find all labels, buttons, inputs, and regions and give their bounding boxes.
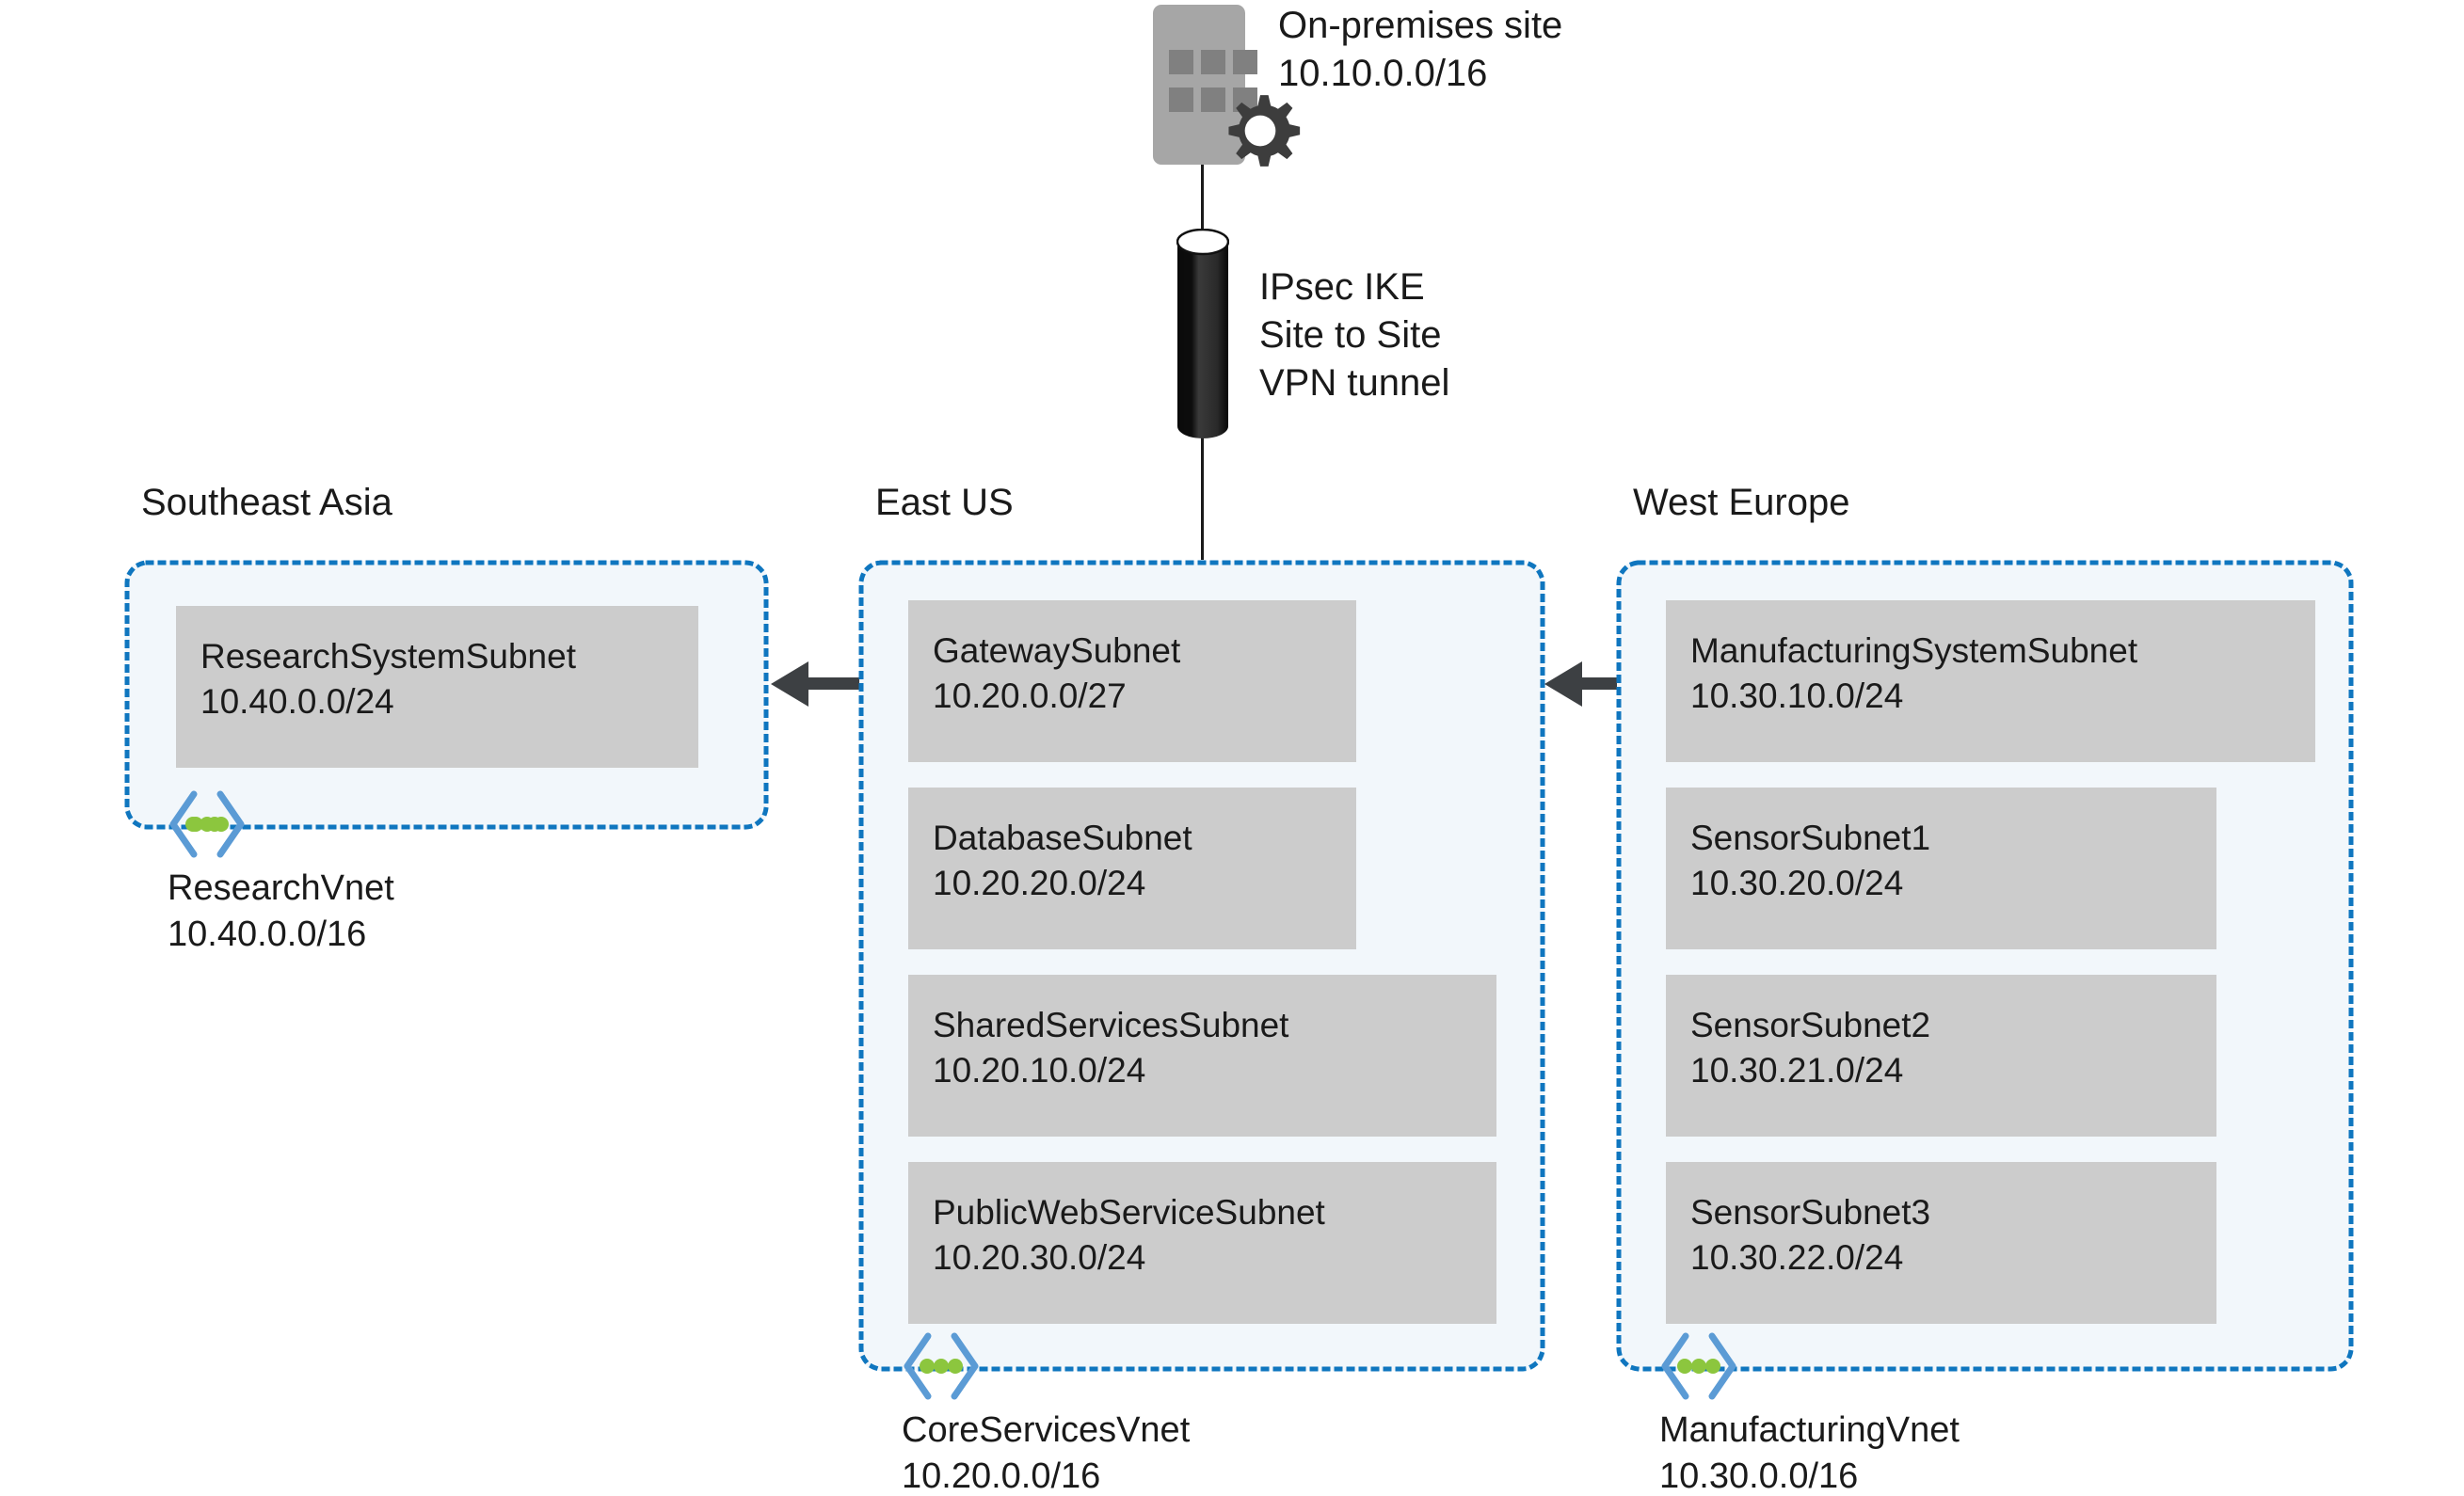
vnet-container-coreservicesvnet: GatewaySubnet 10.20.0.0/27 DatabaseSubne… [858, 560, 1545, 1372]
subnet-box: SharedServicesSubnet 10.20.10.0/24 [908, 975, 1496, 1137]
region-label-west-europe: West Europe [1633, 482, 1850, 523]
subnet-cidr: 10.30.10.0/24 [1690, 676, 1904, 716]
vnet-name: CoreServicesVnet [902, 1410, 1191, 1450]
subnet-cidr: 10.40.0.0/24 [200, 682, 394, 722]
onpremises-address-space: 10.10.0.0/16 [1278, 53, 1488, 95]
vpn-line-lower [1201, 428, 1204, 560]
gear-icon [1220, 90, 1301, 171]
vnet-name: ResearchVnet [168, 868, 394, 908]
subnet-name: SensorSubnet2 [1690, 1006, 1931, 1044]
onpremises-name: On-premises site [1278, 5, 1563, 46]
vnet-icon [162, 787, 252, 862]
subnet-cidr: 10.20.30.0/24 [933, 1238, 1146, 1278]
subnet-box: SensorSubnet1 10.30.20.0/24 [1666, 788, 2216, 949]
vnet-caption-manufacturingvnet: ManufacturingVnet 10.30.0.0/16 [1659, 1408, 1960, 1496]
subnet-name: ManufacturingSystemSubnet [1690, 631, 2138, 670]
vnet-address-space: 10.40.0.0/16 [168, 915, 367, 955]
subnet-name: SensorSubnet1 [1690, 819, 1931, 857]
subnet-box: ManufacturingSystemSubnet 10.30.10.0/24 [1666, 600, 2315, 762]
tunnel-label-line2: Site to Site [1259, 314, 1442, 357]
subnet-box: GatewaySubnet 10.20.0.0/27 [908, 600, 1356, 762]
subnet-box: SensorSubnet2 10.30.21.0/24 [1666, 975, 2216, 1137]
vnet-container-manufacturingvnet: ManufacturingSystemSubnet 10.30.10.0/24 … [1616, 560, 2354, 1372]
subnet-cidr: 10.20.20.0/24 [933, 864, 1146, 903]
region-label-east-us: East US [875, 482, 1014, 523]
vpn-tunnel-icon [1176, 228, 1230, 439]
subnet-cidr: 10.30.21.0/24 [1690, 1051, 1904, 1090]
region-label-southeast-asia: Southeast Asia [141, 482, 392, 523]
vnet-address-space: 10.20.0.0/16 [902, 1456, 1101, 1496]
subnet-name: ResearchSystemSubnet [200, 637, 576, 676]
subnet-box: PublicWebServiceSubnet 10.20.30.0/24 [908, 1162, 1496, 1324]
subnet-name: SharedServicesSubnet [933, 1006, 1289, 1044]
subnet-cidr: 10.30.20.0/24 [1690, 864, 1904, 903]
vnet-address-space: 10.30.0.0/16 [1659, 1456, 1859, 1496]
subnet-box: DatabaseSubnet 10.20.20.0/24 [908, 788, 1356, 949]
subnet-cidr: 10.20.10.0/24 [933, 1051, 1146, 1090]
onpremises-label: On-premises site 10.10.0.0/16 [1278, 2, 1562, 98]
subnet-name: GatewaySubnet [933, 631, 1181, 670]
subnet-name: PublicWebServiceSubnet [933, 1193, 1325, 1232]
vnet-icon [1654, 1329, 1744, 1404]
tunnel-label-line3: VPN tunnel [1259, 362, 1450, 405]
subnet-box: SensorSubnet3 10.30.22.0/24 [1666, 1162, 2216, 1324]
vpn-tunnel-label: IPsec IKE Site to Site VPN tunnel [1259, 263, 1449, 408]
vnet-icon [896, 1329, 986, 1404]
subnet-name: DatabaseSubnet [933, 819, 1192, 857]
vnet-name: ManufacturingVnet [1659, 1410, 1960, 1450]
subnet-box: ResearchSystemSubnet 10.40.0.0/24 [176, 606, 698, 768]
vpn-line-upper [1201, 165, 1204, 235]
vnet-caption-coreservicesvnet: CoreServicesVnet 10.20.0.0/16 [902, 1408, 1190, 1496]
subnet-name: SensorSubnet3 [1690, 1193, 1931, 1232]
subnet-cidr: 10.30.22.0/24 [1690, 1238, 1904, 1278]
tunnel-label-line1: IPsec IKE [1259, 266, 1425, 308]
vnet-caption-researchvnet: ResearchVnet 10.40.0.0/16 [168, 866, 394, 959]
subnet-cidr: 10.20.0.0/27 [933, 676, 1127, 716]
datacenter-building-icon [1153, 5, 1257, 165]
